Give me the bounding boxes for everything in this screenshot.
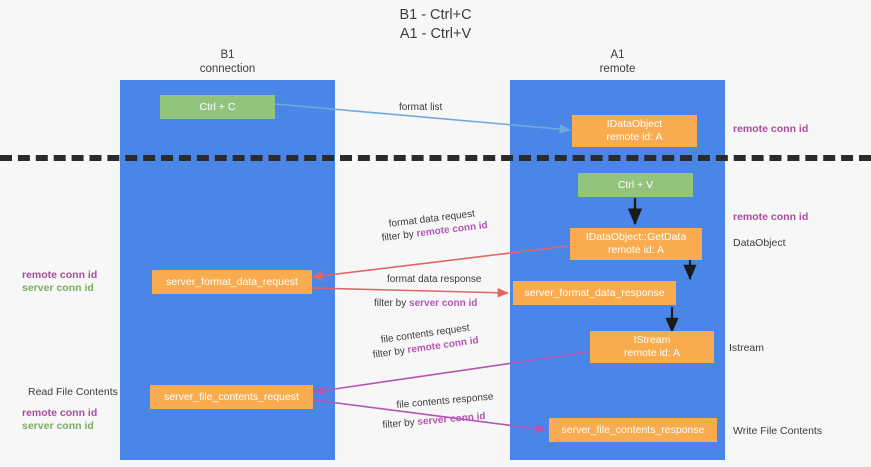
node-server-format-data-response[interactable]: server_format_data_response [513, 281, 676, 305]
column-header-b1: B1 connection [199, 49, 256, 75]
filter-prefix: filter by [382, 416, 418, 431]
side-label-dataobject: DataObject [733, 237, 786, 249]
side-label-left-remote-conn-id: remote conn id [22, 269, 98, 281]
arrow-label-format-list: format list [399, 102, 443, 113]
filter-prefix: filter by [381, 228, 418, 244]
column-header-a1: A1 remote [599, 49, 636, 75]
node-istream[interactable]: IStream remote id: A [590, 331, 714, 363]
node-server-file-contents-request[interactable]: server_file_contents_request [150, 385, 313, 409]
arrow-label-format-data-response: format data response [387, 274, 482, 285]
node-server-format-data-request[interactable]: server_format_data_request [152, 270, 312, 294]
node-ctrl-c-label: Ctrl + C [199, 100, 236, 113]
filter-prefix: filter by [372, 345, 409, 361]
node-server-format-data-request-label: server_format_data_request [166, 275, 298, 288]
node-ctrl-v[interactable]: Ctrl + V [578, 173, 693, 197]
side-label-remote-conn-id-top: remote conn id [733, 123, 809, 135]
filter-key: server conn id [409, 298, 478, 309]
filter-prefix: filter by [374, 298, 410, 309]
side-label-left-server-conn-id-2: server conn id [22, 420, 94, 432]
node-server-format-data-response-label: server_format_data_response [524, 286, 665, 299]
node-getdata-subtitle: remote id: A [607, 244, 665, 256]
node-ctrl-c[interactable]: Ctrl + C [160, 95, 275, 119]
side-label-read-file-contents: Read File Contents [28, 386, 118, 398]
node-istream-title: IStream [633, 334, 671, 346]
node-getdata[interactable]: IDataObject::GetData remote id: A [570, 228, 702, 260]
node-idataobject[interactable]: IDataObject remote id: A [572, 115, 697, 147]
node-server-file-contents-response[interactable]: server_file_contents_response [549, 418, 717, 442]
side-label-left-remote-conn-id-2: remote conn id [22, 407, 98, 419]
node-server-file-contents-request-label: server_file_contents_request [164, 390, 299, 403]
diagram-title: B1 - Ctrl+C A1 - Ctrl+V [399, 7, 472, 42]
node-istream-subtitle: remote id: A [623, 347, 681, 359]
node-server-file-contents-response-label: server_file_contents_response [561, 423, 705, 436]
arrow-label-format-data-response-filter: filter by server conn id [374, 297, 477, 311]
node-ctrl-v-label: Ctrl + V [617, 178, 654, 191]
section-divider [0, 155, 871, 161]
side-label-write-file-contents: Write File Contents [733, 425, 823, 437]
side-label-remote-conn-id-mid: remote conn id [733, 211, 809, 223]
side-label-istream: Istream [729, 342, 765, 354]
side-label-left-server-conn-id: server conn id [22, 282, 94, 294]
node-getdata-title: IDataObject::GetData [585, 231, 687, 243]
node-idataobject-subtitle: remote id: A [606, 131, 663, 143]
node-idataobject-title: IDataObject [606, 118, 663, 130]
